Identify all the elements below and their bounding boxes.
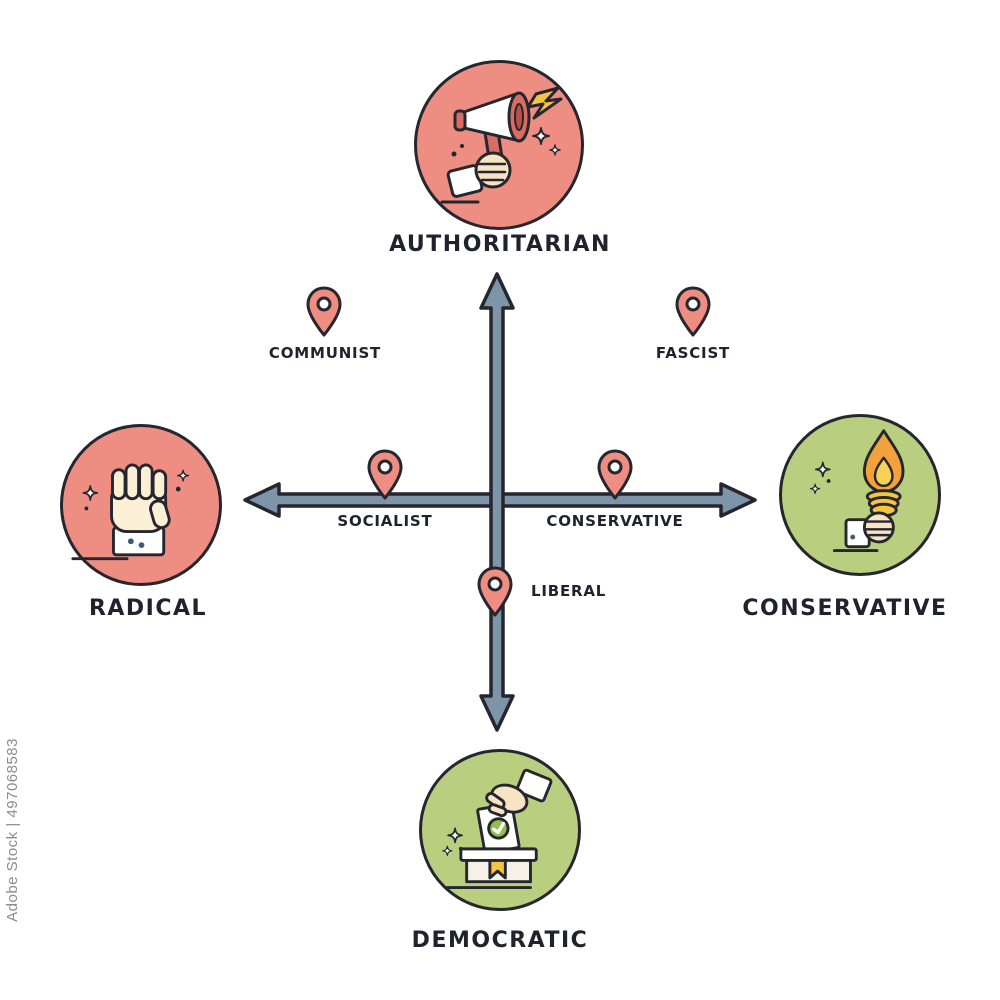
watermark-text: Adobe Stock | 497068583 xyxy=(4,738,21,922)
axis-label-conservative: CONSERVATIVE xyxy=(742,596,948,621)
radical-medallion xyxy=(60,424,222,586)
socialist-pin-icon xyxy=(367,449,403,500)
pin-label-fascist: FASCIST xyxy=(655,344,731,362)
pin-label-liberal: LIBERAL xyxy=(531,582,607,600)
fascist-pin-icon xyxy=(675,286,711,337)
axis-label-radical: RADICAL xyxy=(88,596,208,621)
ballot-box-icon xyxy=(441,768,552,889)
pin-label-communist: COMMUNIST xyxy=(268,344,382,362)
fist-icon xyxy=(70,462,189,560)
pin-label-conservative: CONSERVATIVE xyxy=(546,512,684,530)
torch-icon xyxy=(809,428,904,552)
axis-label-democratic: DEMOCRATIC xyxy=(411,928,589,953)
vertical-axis-arrow xyxy=(479,272,515,732)
conservative-pin-icon xyxy=(597,449,633,500)
pin-label-socialist: SOCIALIST xyxy=(337,512,433,530)
axis-label-authoritarian: AUTHORITARIAN xyxy=(389,232,611,257)
conservative-medallion xyxy=(779,414,941,576)
authoritarian-medallion xyxy=(414,60,584,230)
liberal-pin-icon xyxy=(477,566,513,617)
megaphone-icon xyxy=(440,86,563,204)
democratic-medallion xyxy=(419,749,581,911)
communist-pin-icon xyxy=(306,286,342,337)
